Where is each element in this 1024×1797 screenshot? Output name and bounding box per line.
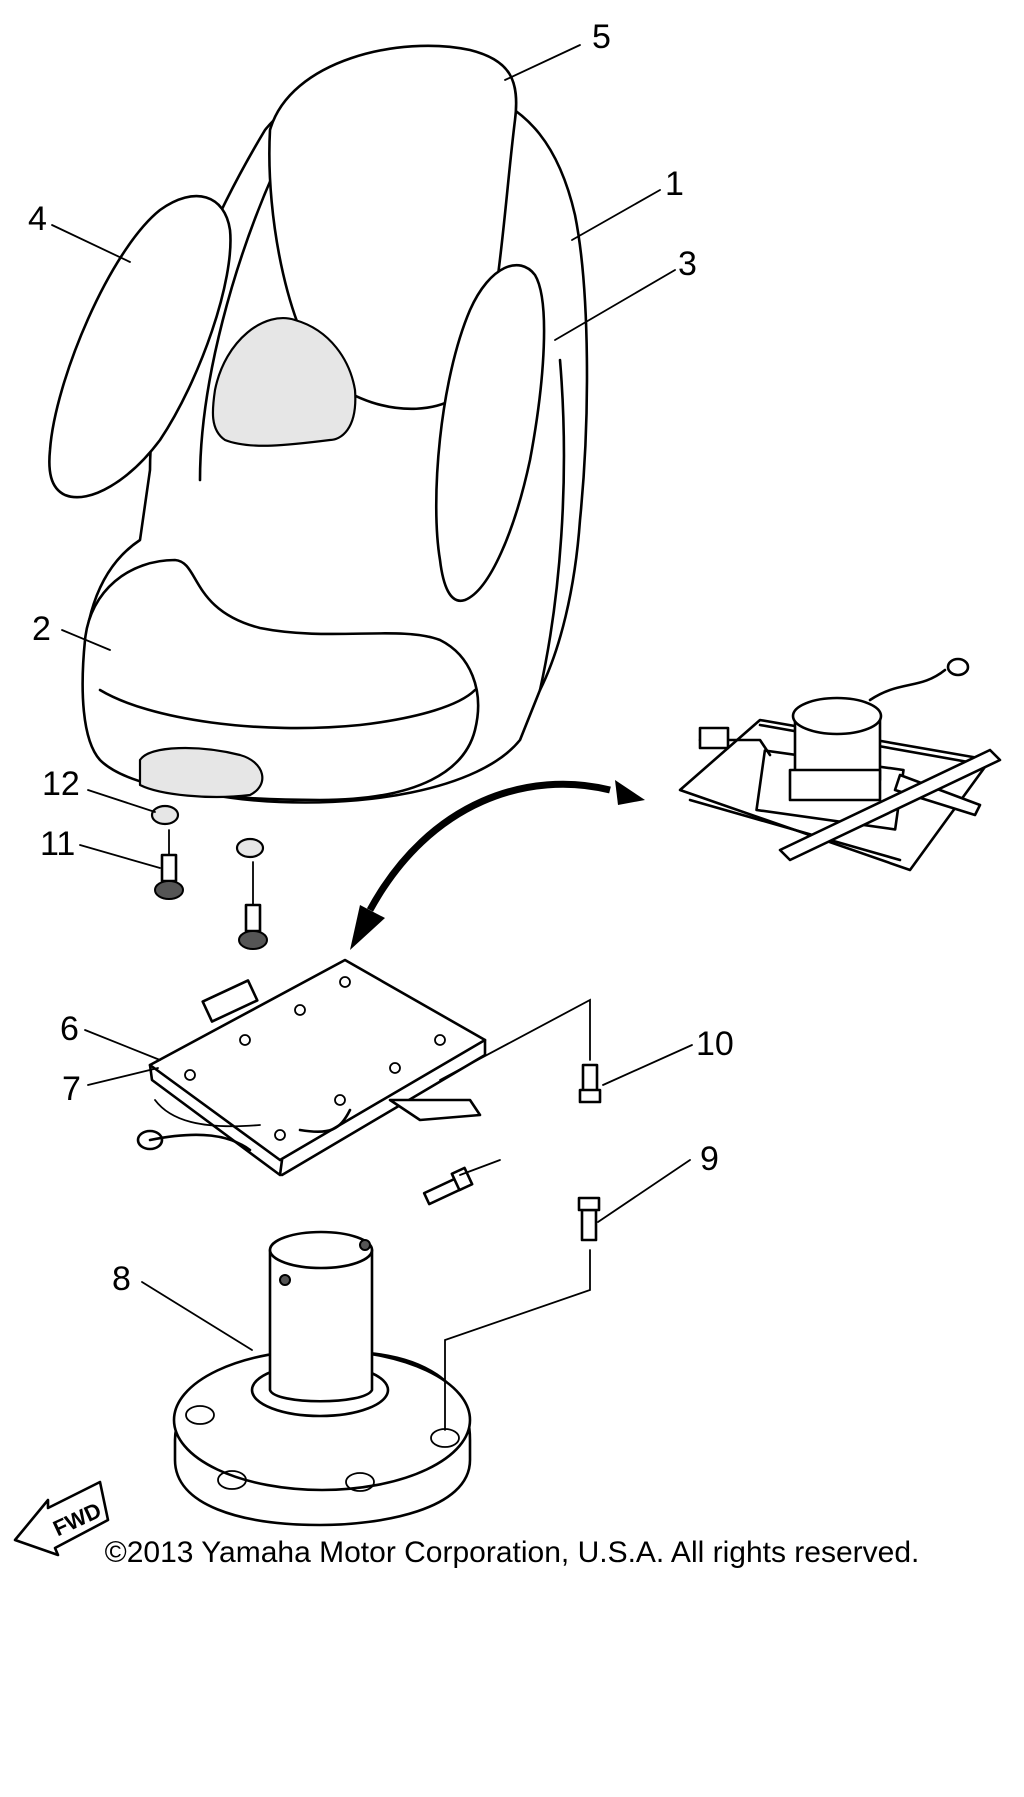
callout-1: 1 bbox=[665, 165, 684, 203]
seat-cushion bbox=[81, 558, 480, 802]
callout-2: 2 bbox=[32, 610, 51, 648]
callout-10: 10 bbox=[696, 1025, 734, 1063]
callout-12: 12 bbox=[42, 765, 80, 803]
callout-8: 8 bbox=[112, 1260, 131, 1298]
screw-pedestal bbox=[422, 1166, 474, 1206]
seat-mount-plate bbox=[136, 958, 487, 1177]
seat-bolster-right bbox=[434, 264, 546, 603]
copyright-notice: ©2013 Yamaha Motor Corporation, U.S.A. A… bbox=[104, 1536, 920, 1569]
bolt-10 bbox=[578, 1063, 602, 1104]
seat-lumbar bbox=[211, 317, 357, 447]
callout-7: 7 bbox=[62, 1070, 81, 1108]
callout-3: 3 bbox=[678, 245, 697, 283]
assembly-arrow bbox=[350, 780, 645, 950]
callout-6: 6 bbox=[60, 1010, 79, 1048]
bolt-11-left bbox=[154, 853, 184, 900]
bolt-9 bbox=[577, 1196, 601, 1242]
callout-9: 9 bbox=[700, 1140, 719, 1178]
nut-12-left bbox=[150, 804, 180, 826]
connection-lines bbox=[168, 829, 591, 1431]
callout-11: 11 bbox=[40, 825, 75, 863]
callout-5: 5 bbox=[592, 18, 611, 56]
swivel-slide-assembly bbox=[678, 657, 1002, 872]
callout-4: 4 bbox=[28, 200, 47, 238]
nut-12-right bbox=[235, 837, 265, 859]
bolt-11-right bbox=[238, 903, 268, 950]
leader-lines bbox=[51, 44, 693, 1351]
pedestal-base bbox=[172, 1230, 472, 1527]
seat-bolster-left bbox=[48, 194, 232, 499]
